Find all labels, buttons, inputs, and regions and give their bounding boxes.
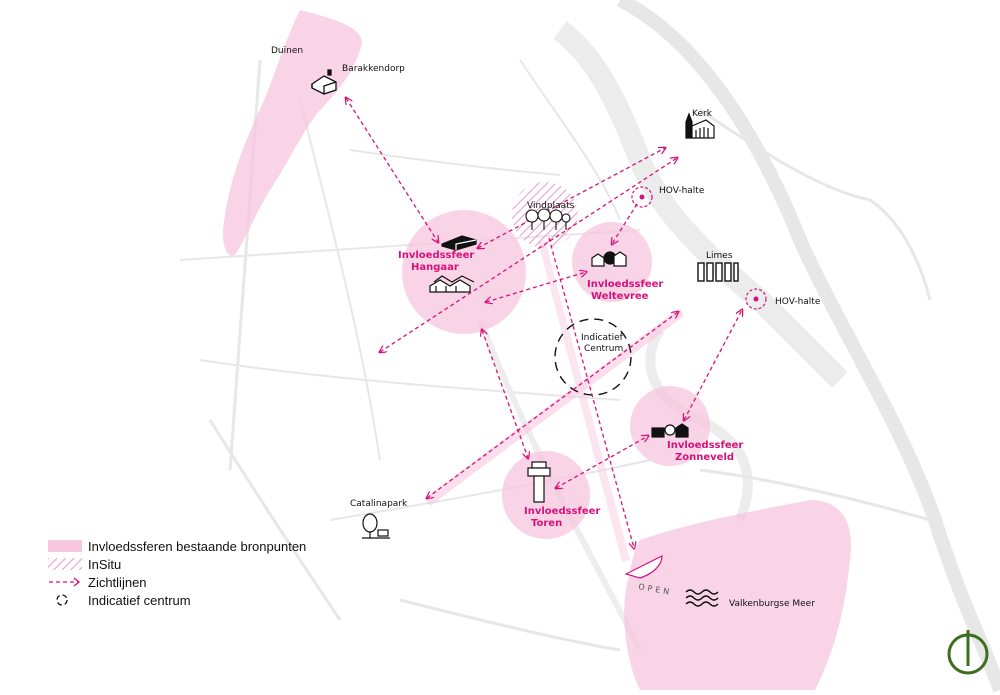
legend: Invloedssferen bestaande bronpunten InSi… bbox=[48, 537, 306, 609]
limes-icon bbox=[697, 262, 739, 282]
zone-label-weltevree-2: Weltevree bbox=[591, 291, 649, 302]
barracks-icon bbox=[311, 69, 337, 95]
houses-icon bbox=[651, 423, 689, 438]
legend-label: Invloedssferen bestaande bronpunten bbox=[88, 538, 307, 554]
hov-stop-icon bbox=[745, 288, 767, 310]
zone-label-hangaar-1: Invloedssfeer bbox=[398, 250, 474, 261]
zone-label-toren-2: Toren bbox=[531, 518, 562, 529]
trees-icon bbox=[525, 208, 571, 230]
open-view-marker bbox=[624, 555, 663, 579]
label-vindplaats: Vindplaats bbox=[527, 201, 575, 211]
influence-area-meer bbox=[624, 500, 851, 690]
label-indicatief-centrum-1: Indicatief bbox=[581, 333, 624, 343]
influence-area-dunes bbox=[223, 10, 362, 256]
label-limes: Limes bbox=[706, 251, 733, 261]
houses-icon bbox=[429, 275, 475, 293]
label-hov-halte-1: HOV-halte bbox=[659, 186, 705, 196]
legend-swatch-sightline bbox=[48, 576, 82, 588]
legend-item-indicatief-centrum: Indicatief centrum bbox=[48, 591, 306, 609]
label-indicatief-centrum-2: Centrum bbox=[584, 344, 623, 354]
legend-label: Zichtlijnen bbox=[88, 574, 147, 590]
tower-icon bbox=[527, 461, 551, 503]
label-duinen: Duinen bbox=[271, 46, 303, 56]
zone-label-weltevree-1: Invloedssfeer bbox=[587, 279, 663, 290]
legend-item-zichtlijnen: Zichtlijnen bbox=[48, 573, 306, 591]
park-tree-icon bbox=[362, 513, 390, 539]
sightline-hangaar-weltevree bbox=[486, 272, 586, 302]
north-arrow-icon bbox=[947, 630, 989, 675]
sightline-vindplaats-open bbox=[548, 237, 634, 548]
zone-label-zonneveld-2: Zonneveld bbox=[675, 452, 734, 463]
label-valkenburgse-meer: Valkenburgse Meer bbox=[729, 599, 815, 609]
legend-label: InSitu bbox=[88, 556, 122, 572]
legend-swatch-insitu bbox=[48, 558, 82, 570]
label-hov-halte-2: HOV-halte bbox=[775, 297, 821, 307]
label-barakkendorp: Barakkendorp bbox=[342, 64, 405, 74]
sightlines bbox=[346, 98, 742, 548]
legend-swatch-influence bbox=[48, 540, 82, 552]
legend-item-invloedssferen: Invloedssferen bestaande bronpunten bbox=[48, 537, 306, 555]
sightline-barakkendorp-hangaar bbox=[346, 98, 438, 242]
zone-label-hangaar-2: Hangaar bbox=[411, 262, 459, 273]
zone-label-zonneveld-1: Invloedssfeer bbox=[667, 440, 743, 451]
sightline-hovhalte-weltevree bbox=[612, 203, 638, 244]
hov-stop-icon bbox=[631, 186, 653, 208]
sightline-toren-zonneveld bbox=[556, 436, 648, 488]
label-catalinapark: Catalinapark bbox=[350, 499, 408, 509]
hangar-icon bbox=[441, 235, 477, 251]
zone-label-toren-1: Invloedssfeer bbox=[524, 506, 600, 517]
label-kerk: Kerk bbox=[692, 109, 713, 119]
legend-label: Indicatief centrum bbox=[88, 592, 191, 608]
water-waves-icon bbox=[685, 589, 719, 607]
houses-icon bbox=[591, 251, 627, 267]
legend-swatch-centrum bbox=[48, 594, 82, 606]
legend-item-insitu: InSitu bbox=[48, 555, 306, 573]
church-icon bbox=[685, 112, 715, 139]
sightline-catalinapark-limes bbox=[427, 312, 678, 498]
